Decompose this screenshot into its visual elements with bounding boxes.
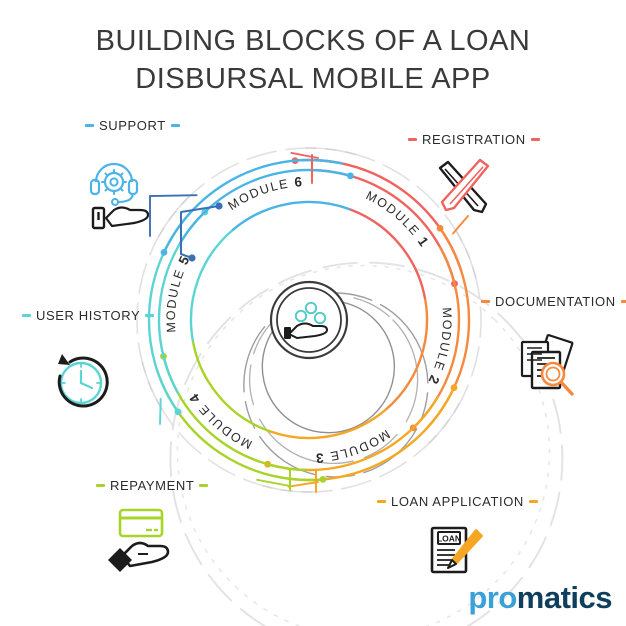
connector-support-elbow xyxy=(180,205,220,259)
connector-registration xyxy=(290,151,319,159)
clock-history-icon xyxy=(57,354,109,408)
crossed-pencils-icon xyxy=(438,158,490,214)
dot-start-support xyxy=(160,248,168,256)
dash-left-documentation xyxy=(481,300,490,303)
dash-left-support xyxy=(85,124,94,127)
label-support[interactable]: SUPPORT xyxy=(85,118,180,133)
arc-inner-repayment xyxy=(191,339,270,433)
connector-loan-application xyxy=(287,481,319,488)
loan-document-pen-icon: LOAN xyxy=(430,526,483,574)
dot-start-repayment xyxy=(319,475,327,483)
page-title: BUILDING BLOCKS OF A LOAN DISBURSAL MOBI… xyxy=(0,22,626,99)
arc-mid-support xyxy=(179,168,352,244)
dash-left-loan-application xyxy=(377,500,386,503)
module-label-support: MODULE 6 xyxy=(226,174,303,213)
dot-start-user-history xyxy=(174,408,182,416)
dash-left-user-history xyxy=(22,314,31,317)
headset-gear-hand-icon xyxy=(89,162,150,230)
label-text-documentation: DOCUMENTATION xyxy=(495,294,616,309)
title-line-1: BUILDING BLOCKS OF A LOAN xyxy=(95,25,531,57)
label-text-loan-application: LOAN APPLICATION xyxy=(391,494,524,509)
connector-documentation xyxy=(452,215,469,235)
dot-start-loan-application xyxy=(450,384,458,392)
label-documentation[interactable]: DOCUMENTATION xyxy=(481,294,626,309)
loan-doc-text: LOAN xyxy=(437,534,461,544)
connector-repayment xyxy=(256,478,291,487)
arc-inner-support xyxy=(231,200,351,231)
label-loan-application[interactable]: LOAN APPLICATION xyxy=(377,494,538,509)
arc-inner-loan-application xyxy=(267,409,387,440)
logo-part-matics: matics xyxy=(516,580,613,615)
connector-support xyxy=(149,194,198,237)
decorative-dashed-ring-1 xyxy=(169,261,564,626)
connector-support-dot xyxy=(215,202,223,210)
label-text-support: SUPPORT xyxy=(99,118,166,133)
promatics-logo: promatics xyxy=(468,580,612,616)
dash-right-documentation xyxy=(620,300,626,303)
hand-credit-card-icon xyxy=(108,508,170,572)
documents-magnifier-icon xyxy=(520,333,574,396)
arc-outer-support xyxy=(162,158,344,254)
connector-user-history xyxy=(159,397,162,425)
coin-3 xyxy=(313,311,327,325)
dash-left-repayment xyxy=(96,484,105,487)
label-text-registration: REGISTRATION xyxy=(422,132,526,147)
label-text-repayment: REPAYMENT xyxy=(110,478,195,493)
ghost-arc-support xyxy=(157,147,363,238)
arc-inner-documentation xyxy=(383,298,429,412)
center-emblem xyxy=(269,280,349,360)
arc-outer-registration xyxy=(293,158,463,272)
label-text-user-history: USER HISTORY xyxy=(36,308,141,323)
title-line-2: DISBURSAL MOBILE APP xyxy=(135,63,491,96)
dash-right-loan-application xyxy=(528,500,538,503)
dash-right-user-history xyxy=(145,314,155,317)
coin-1 xyxy=(304,301,318,315)
arc-inner-registration xyxy=(348,207,427,301)
dot-start-documentation xyxy=(436,224,444,232)
connector-support-dot xyxy=(188,254,196,262)
coin-2 xyxy=(294,309,308,323)
dash-right-support xyxy=(170,124,180,127)
logo-part-pro: pro xyxy=(468,580,517,615)
hand-cuff xyxy=(284,327,291,339)
label-user-history[interactable]: USER HISTORY xyxy=(22,308,155,323)
dot-end-support xyxy=(346,172,354,180)
dash-left-registration xyxy=(408,138,417,141)
dash-right-registration xyxy=(530,138,540,141)
hand-icon xyxy=(288,322,328,339)
label-repayment[interactable]: REPAYMENT xyxy=(96,478,209,493)
arc-inner-user-history xyxy=(189,228,235,342)
label-registration[interactable]: REGISTRATION xyxy=(408,132,540,147)
arc-outer-loan-application xyxy=(274,386,456,482)
dash-right-repayment xyxy=(199,484,209,487)
